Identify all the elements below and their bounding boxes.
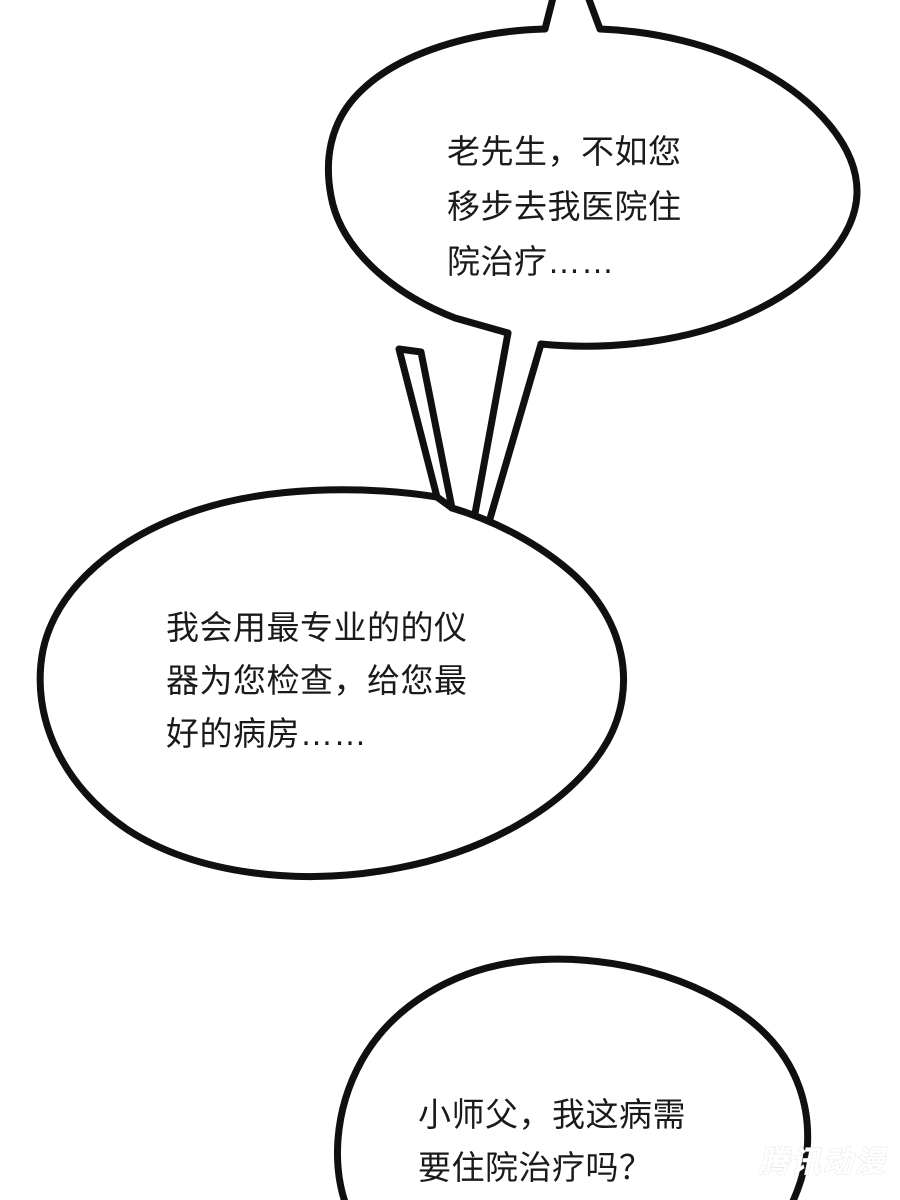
bubble-2-text: 我会用最专业的的仪 器为您检查，给您最 好的病房…… xyxy=(166,609,468,752)
bubble-2-outline xyxy=(36,486,627,880)
speech-bubble-3[interactable] xyxy=(334,955,812,1200)
bubble-1-outline xyxy=(324,25,861,350)
bubble-1-text: 老先生，不如您 移步去我医院住 院治疗…… xyxy=(447,133,682,280)
speech-bubble-2[interactable] xyxy=(36,345,627,880)
bubble-3-text: 小师父，我这病需 要住院治疗吗？ xyxy=(418,1096,686,1186)
bubble-3-outline xyxy=(334,955,812,1200)
bubble-2-tail xyxy=(395,345,456,512)
bubble-1-tail-top xyxy=(541,0,604,33)
